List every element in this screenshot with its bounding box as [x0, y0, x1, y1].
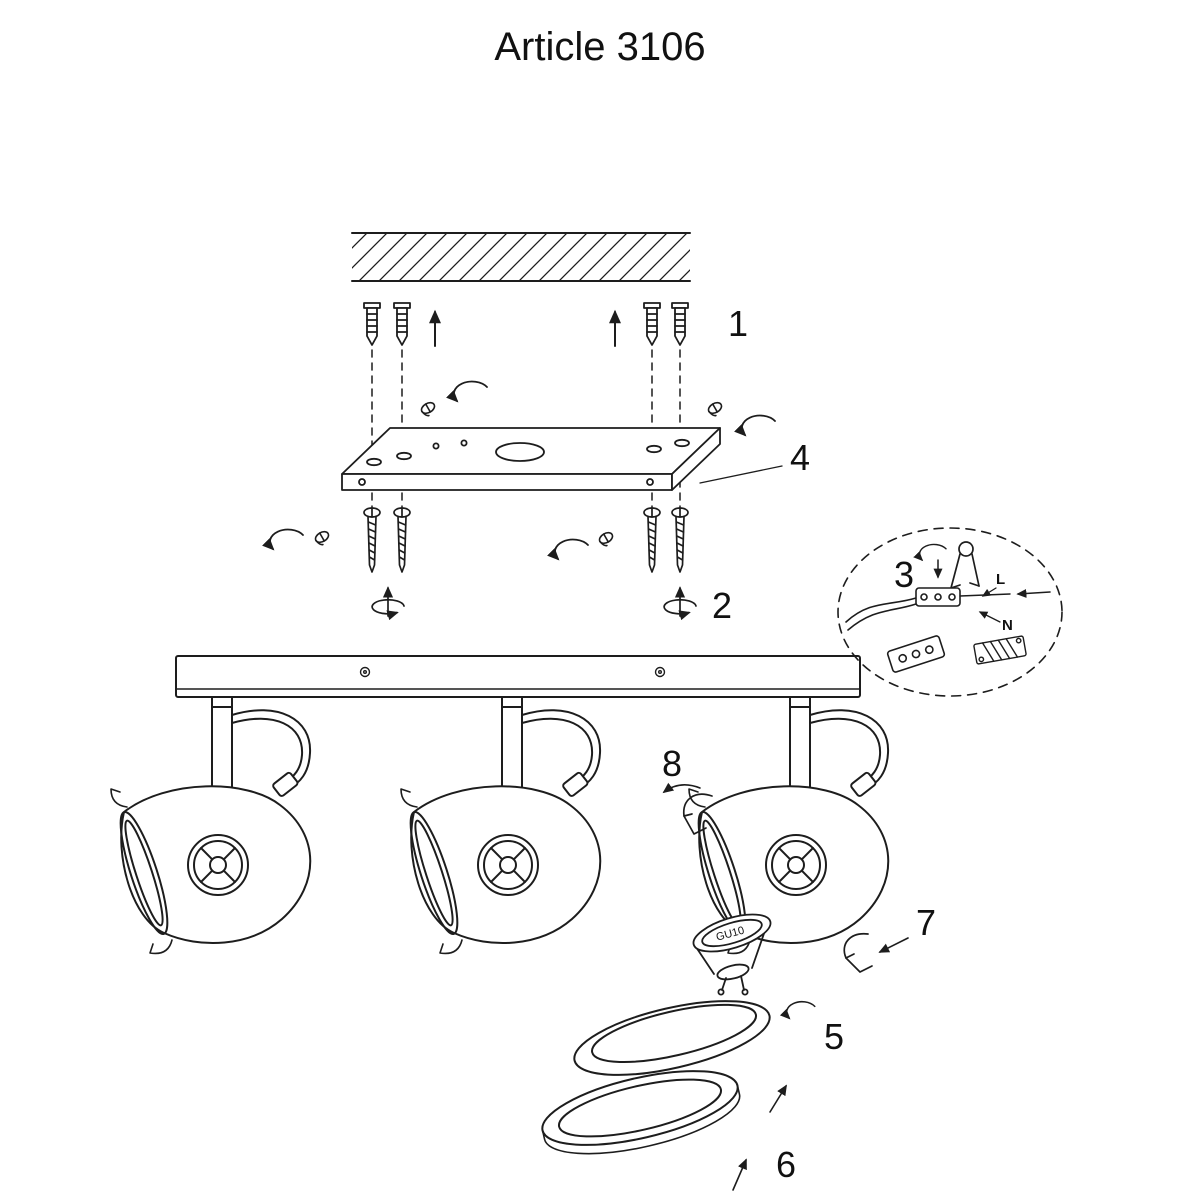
glass-lens — [573, 1000, 771, 1076]
step-label-2: 2 — [712, 585, 732, 626]
detail-circle — [837, 527, 1063, 697]
retaining-clip — [843, 933, 873, 973]
curved-arrow-step8 — [662, 782, 701, 794]
live-wire-label: L — [996, 571, 1005, 588]
wall-plug — [643, 302, 661, 346]
page-title: Article 3106 — [494, 25, 705, 69]
cable-clamp — [886, 635, 946, 673]
strain-relief — [973, 635, 1027, 665]
step-label-4: 4 — [790, 437, 810, 478]
turn-arrow-icon — [919, 544, 946, 560]
mounting-screw — [363, 507, 381, 573]
wiring-detail-balloon — [837, 527, 1063, 697]
step-label-7: 7 — [916, 902, 936, 943]
up-arrow — [769, 1084, 787, 1113]
turn-arrow-icon — [454, 382, 487, 401]
spotlight-head — [110, 696, 312, 955]
fixing-screw-icon — [418, 399, 439, 419]
step-label-3: 3 — [894, 554, 914, 595]
turn-arrow-icon — [787, 1002, 815, 1019]
wire-stripper-tool — [950, 541, 980, 589]
up-arrow — [732, 1158, 747, 1191]
wall-plug — [393, 302, 411, 346]
retaining-clip — [683, 793, 713, 835]
leader-line-step4 — [699, 465, 783, 484]
trim-ring — [541, 1070, 741, 1155]
mounting-screw — [671, 507, 689, 573]
mounting-plate — [341, 427, 721, 491]
ceiling-bar — [175, 655, 861, 698]
live-leader — [981, 587, 997, 597]
fixing-screw-icon — [705, 399, 726, 419]
step-label-5: 5 — [824, 1016, 844, 1057]
mounting-screw — [393, 507, 411, 573]
neutral-leader — [978, 611, 1001, 623]
wall-plug — [671, 302, 689, 346]
insert-arrow — [1016, 588, 1051, 598]
step-label-6: 6 — [776, 1144, 796, 1185]
mains-cable — [845, 597, 917, 631]
gu10-bulb — [692, 913, 772, 996]
turn-arrow-icon — [742, 416, 775, 435]
neutral-wire-label: N — [1002, 617, 1013, 634]
step-label-8: 8 — [662, 743, 682, 784]
fixing-screw-icon — [312, 528, 333, 548]
turn-arrow-icon — [555, 540, 588, 559]
ceiling — [351, 232, 691, 282]
wall-plug — [363, 302, 381, 346]
twist-arrow-icon — [664, 588, 696, 616]
labels: Article 3106 1 4 2 3 8 7 5 6 L N GU10 — [494, 25, 1012, 1185]
turn-arrow-icon — [270, 530, 303, 549]
twist-arrow-icon — [372, 588, 404, 616]
spotlight-head — [400, 696, 602, 955]
fixing-screw-icon — [596, 529, 617, 549]
arrow-step7 — [878, 937, 909, 953]
step-label-1: 1 — [728, 303, 748, 344]
mounting-screw — [643, 507, 661, 573]
spotlight-head — [688, 696, 890, 955]
terminal-block — [915, 587, 961, 607]
